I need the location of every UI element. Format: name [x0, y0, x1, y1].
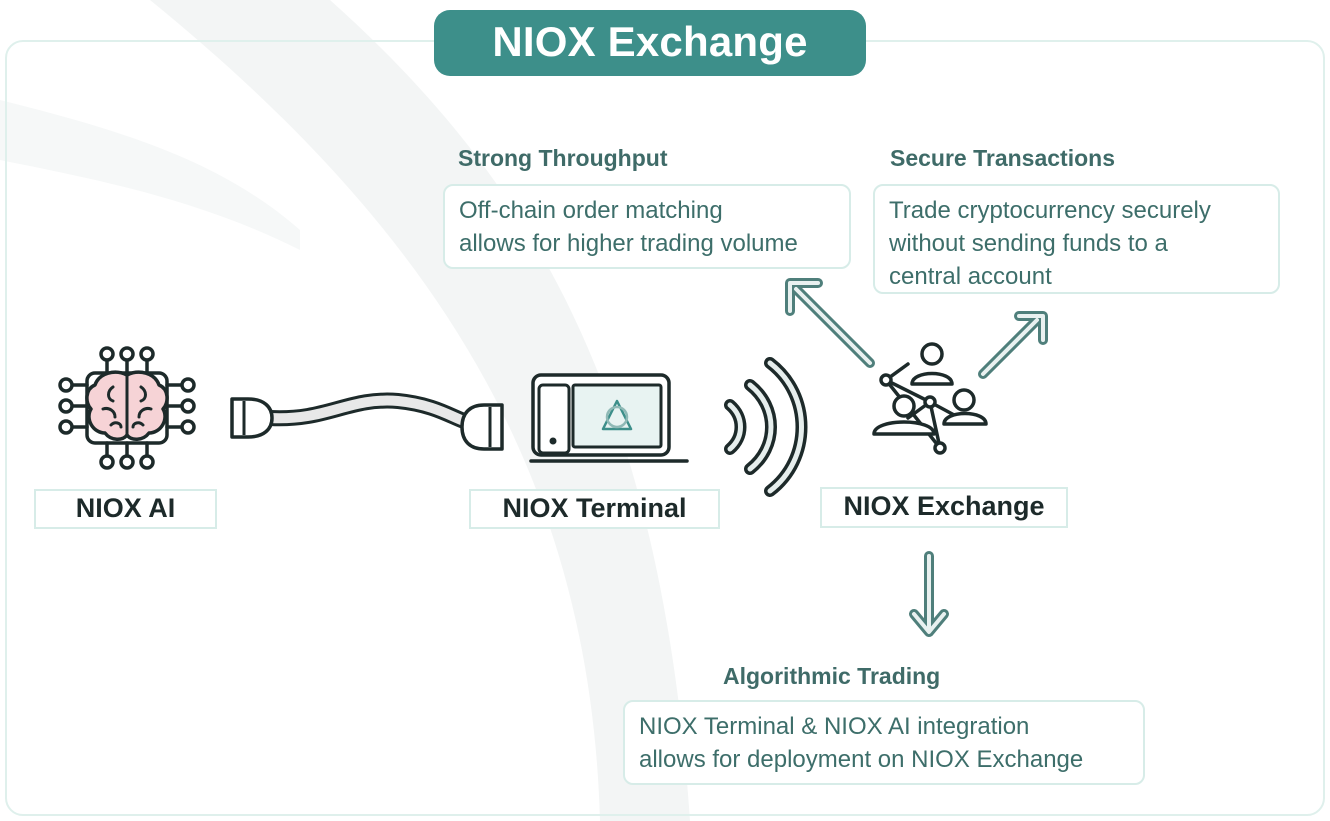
feature-heading-secure: Secure Transactions	[890, 145, 1115, 171]
arrow-icon	[909, 551, 949, 637]
feature-desc-line: NIOX Terminal & NIOX AI integration	[639, 713, 1030, 740]
cable-connector-icon	[230, 392, 504, 451]
node-label-terminal: NIOX Terminal	[469, 489, 720, 529]
node-label-exchange: NIOX Exchange	[820, 487, 1068, 528]
terminal-device-icon	[529, 373, 689, 463]
feature-desc-line: allows for deployment on NIOX Exchange	[639, 746, 1084, 773]
network-people-icon	[872, 342, 988, 455]
feature-desc-line: central account	[889, 263, 1052, 290]
feature-desc-secure: Trade cryptocurrency securely without se…	[873, 184, 1280, 294]
feature-heading-algorithmic: Algorithmic Trading	[723, 663, 941, 689]
wireless-signal-icon	[724, 357, 808, 497]
arrow-icon	[785, 278, 875, 368]
brain-chip-icon	[58, 346, 196, 470]
feature-desc-algorithmic: NIOX Terminal & NIOX AI integration allo…	[623, 700, 1145, 785]
feature-desc-throughput: Off-chain order matching allows for high…	[443, 184, 851, 269]
page-title: NIOX Exchange	[434, 10, 866, 76]
arrow-icon	[978, 311, 1048, 379]
feature-desc-line: Trade cryptocurrency securely	[889, 197, 1211, 224]
feature-desc-line: Off-chain order matching	[459, 197, 723, 224]
node-label-ai: NIOX AI	[34, 489, 217, 529]
feature-desc-line: without sending funds to a	[889, 230, 1168, 257]
feature-heading-throughput: Strong Throughput	[458, 145, 668, 171]
feature-desc-line: allows for higher trading volume	[459, 230, 798, 257]
